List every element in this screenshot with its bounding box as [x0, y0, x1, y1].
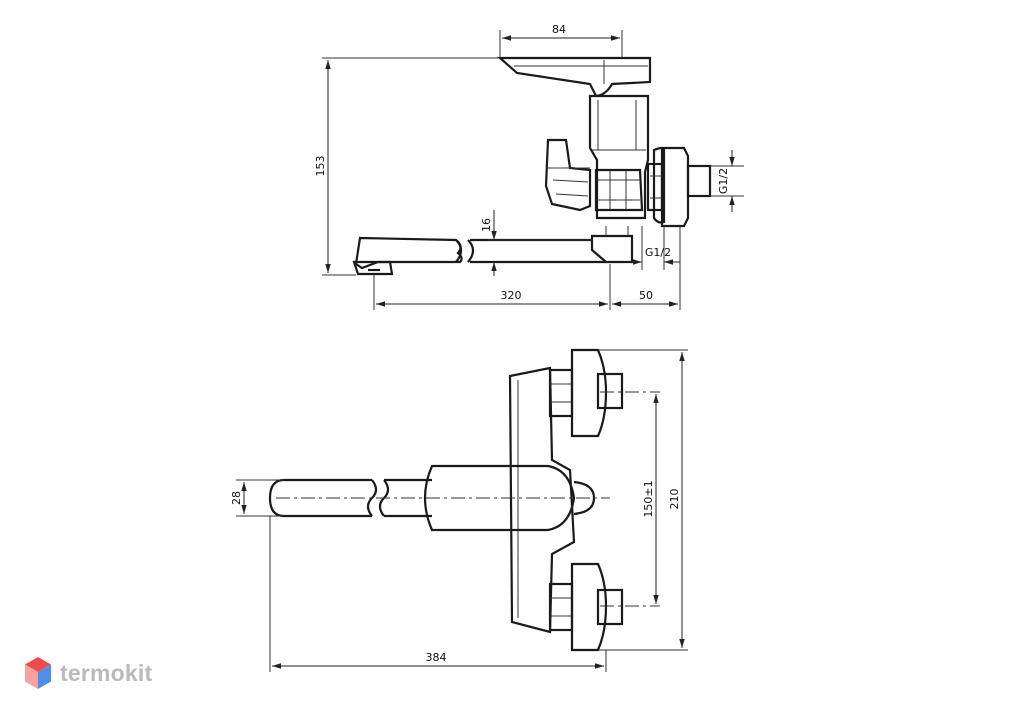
- dim-16: 16: [480, 218, 493, 232]
- spout-outlet: [352, 260, 394, 276]
- lower-nut: [548, 582, 574, 632]
- dim-84: 84: [552, 23, 566, 36]
- dim-153: 153: [314, 156, 327, 177]
- side-view: 84 153 16 G1/2 G1/2 320 50: [314, 23, 744, 310]
- mixer-body-top: [508, 366, 576, 634]
- union-nut: [594, 168, 644, 212]
- top-view: 28 150±1 210 384: [230, 348, 688, 672]
- upper-rosette: [570, 348, 608, 438]
- valve-body: [588, 94, 650, 220]
- dim-210: 210: [668, 489, 681, 510]
- spout-pipe-top: [284, 478, 432, 518]
- spout-pipe: [354, 236, 463, 270]
- spout-base: [590, 234, 634, 264]
- wall-rosette: [652, 146, 666, 224]
- dim-384: 384: [426, 651, 447, 664]
- dim-50: 50: [639, 289, 653, 302]
- brand-logo: termokit: [24, 656, 152, 690]
- lower-rosette: [570, 562, 608, 652]
- dim-150: 150±1: [642, 480, 655, 517]
- spout-body-top: [423, 464, 576, 532]
- diverter-knob: [544, 138, 592, 212]
- brand-name: termokit: [60, 659, 153, 686]
- dim-320: 320: [501, 289, 522, 302]
- upper-nut: [548, 368, 574, 418]
- lever-handle: [497, 56, 652, 98]
- dim-28: 28: [230, 491, 243, 505]
- dim-g12-bottom: G1/2: [645, 246, 671, 259]
- cube-icon: [25, 657, 51, 689]
- dim-g12-side: G1/2: [717, 168, 730, 194]
- eccentric-fitting: [660, 146, 690, 228]
